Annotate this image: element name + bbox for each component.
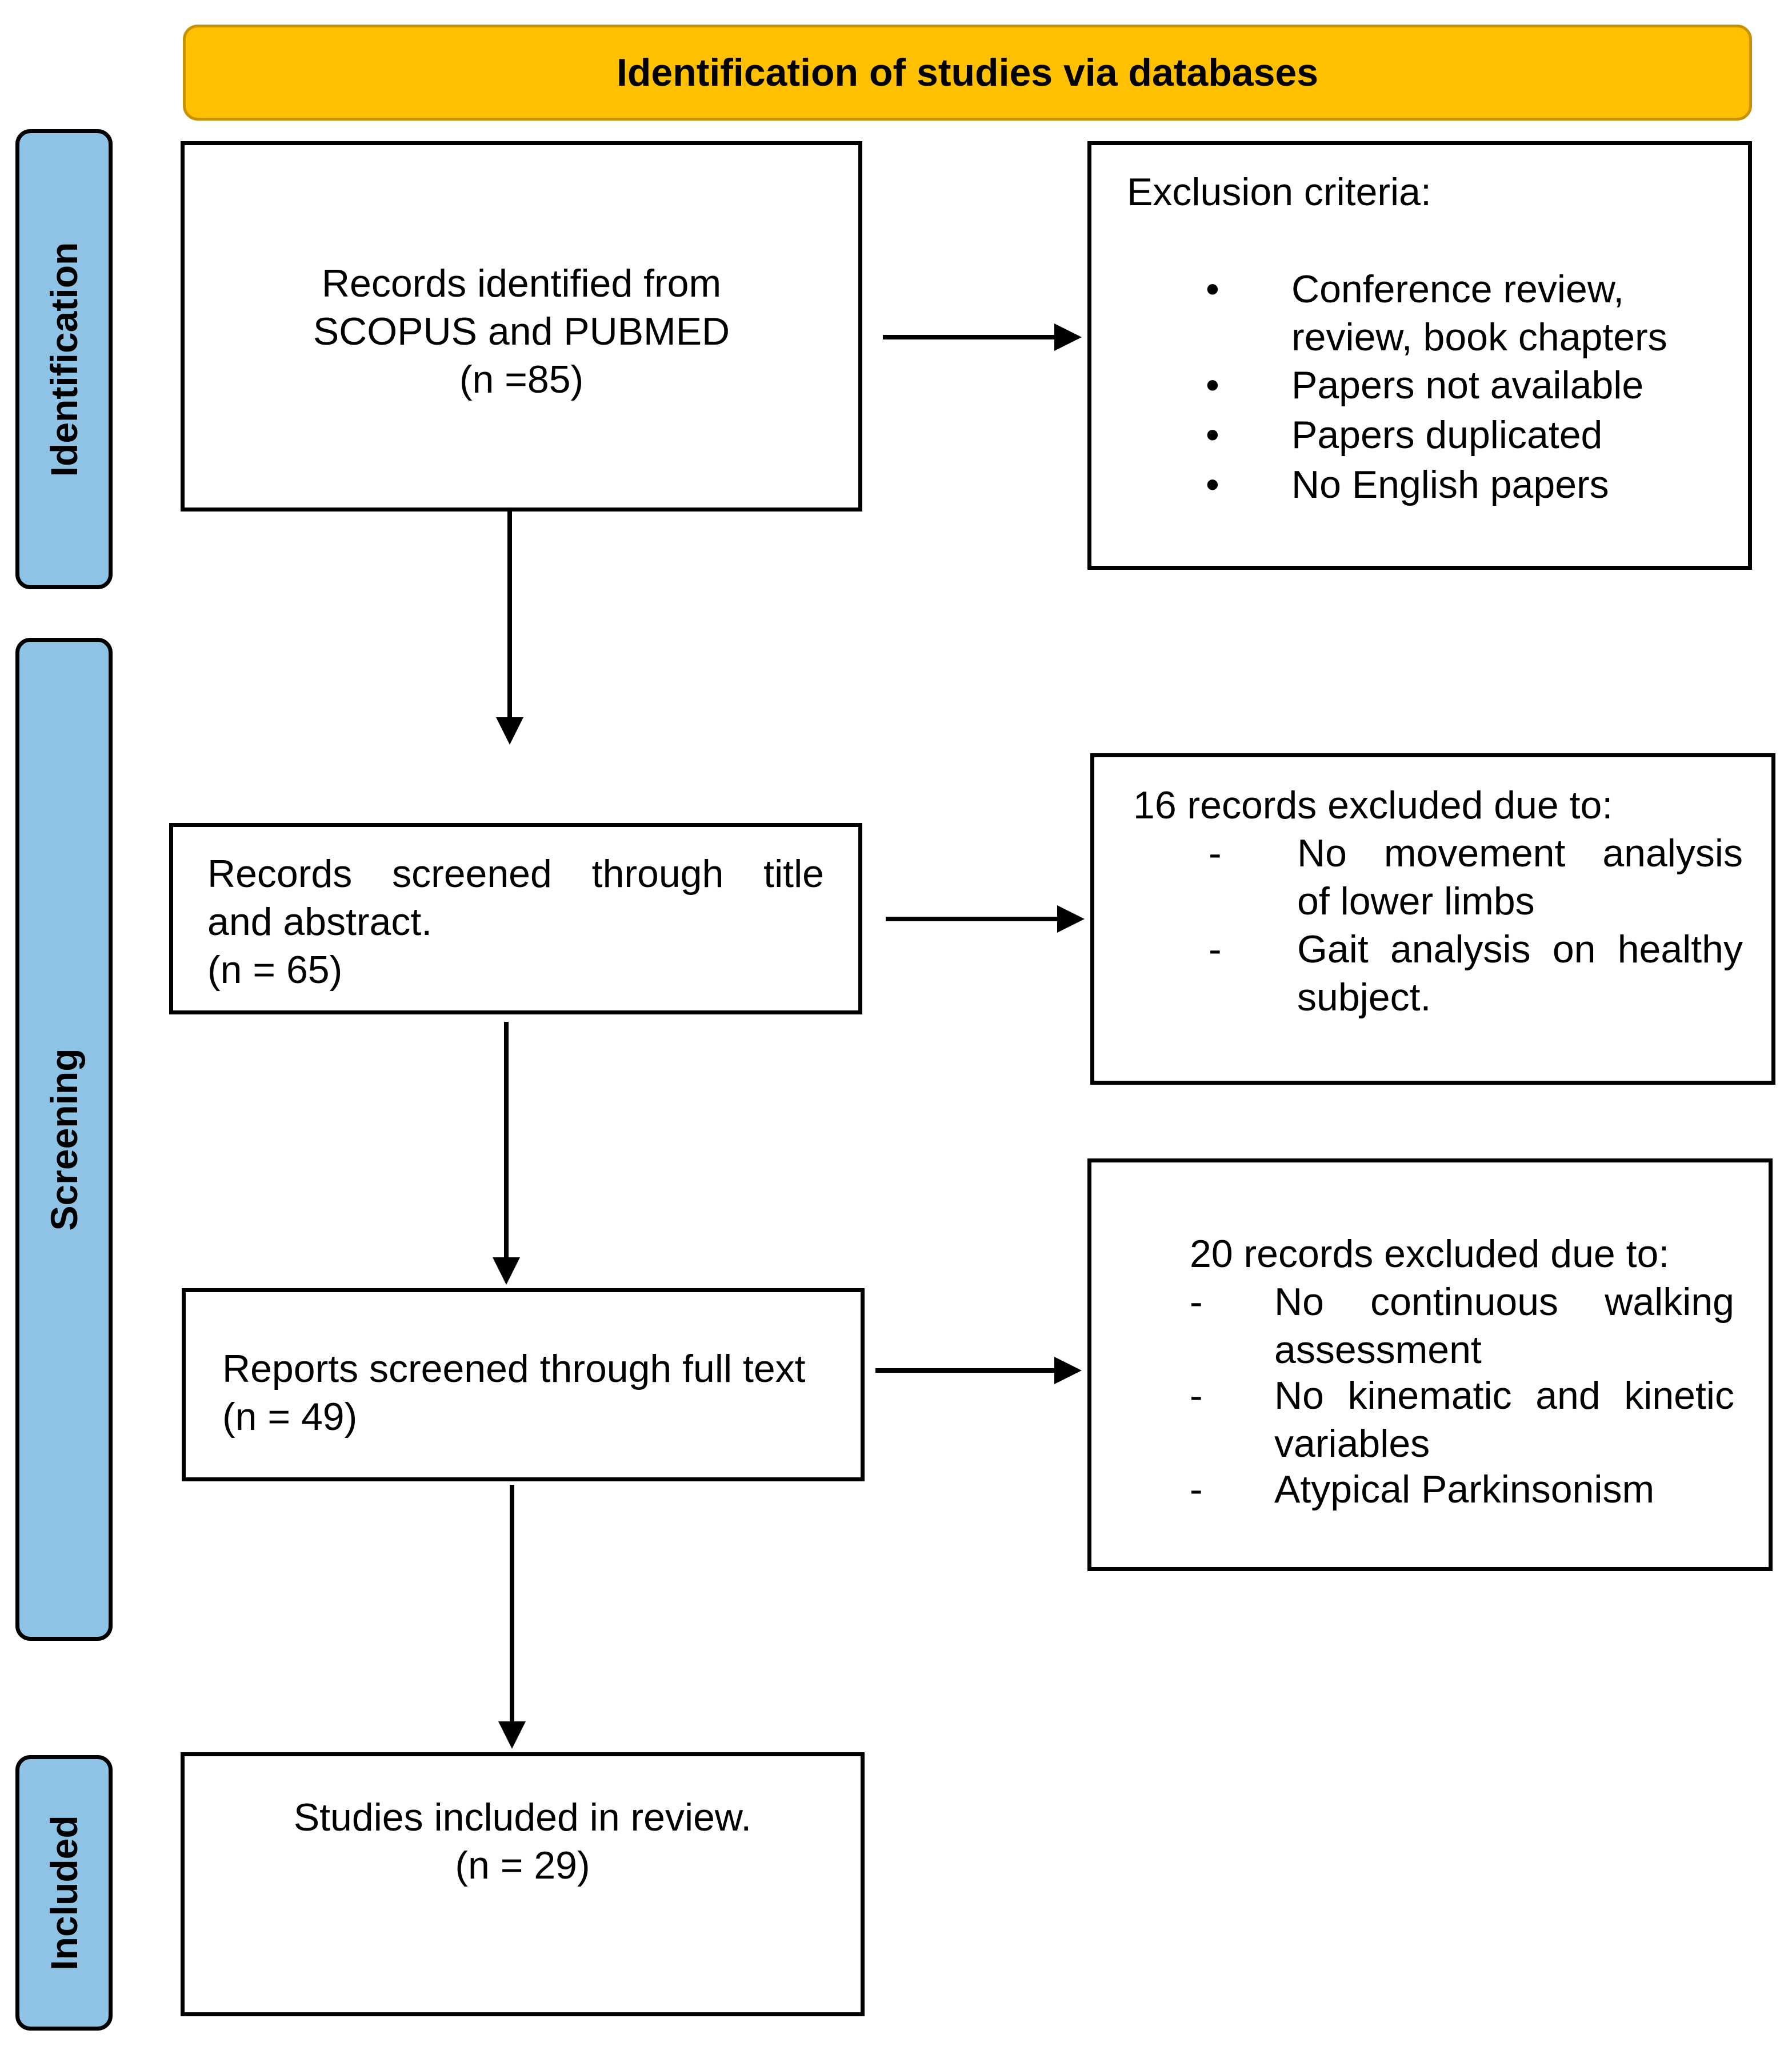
fulltext-box: Reports screened through full text (n = … bbox=[182, 1288, 865, 1481]
banner-title: Identification of studies via databases bbox=[616, 51, 1319, 94]
excluded-16-item-line2: of lower limbs bbox=[1297, 880, 1535, 923]
exclusion-criteria-box: Exclusion criteria: • Conference review,… bbox=[1087, 141, 1752, 570]
phase-screening: Screening bbox=[15, 638, 113, 1641]
records-identified-line2: SCOPUS and PUBMED bbox=[313, 310, 730, 353]
bullet-icon: • bbox=[1206, 463, 1219, 506]
bullet-icon: • bbox=[1206, 363, 1219, 407]
excluded-16-item-line2: subject. bbox=[1297, 976, 1431, 1019]
exclusion-item: • Conference review, review, book chapte… bbox=[1091, 265, 1748, 361]
dash-marker: - bbox=[1190, 1468, 1203, 1511]
excluded-16-title: 16 records excluded due to: bbox=[1133, 784, 1613, 827]
dash-marker: - bbox=[1190, 1280, 1203, 1324]
studies-included-line1: Studies included in review. bbox=[293, 1796, 752, 1839]
exclusion-item-line1: Papers not available bbox=[1291, 363, 1644, 407]
excluded-20-item-line1: Atypical Parkinsonism bbox=[1274, 1468, 1655, 1511]
excluded-16-item: - No movement analysis of lower limbs bbox=[1094, 829, 1771, 925]
excluded-20-item: - No kinematic and kinetic variables bbox=[1091, 1372, 1769, 1465]
excluded-20-title: 20 records excluded due to: bbox=[1190, 1232, 1670, 1276]
phase-included: Included bbox=[15, 1755, 113, 2031]
records-identified-count: (n =85) bbox=[459, 358, 584, 401]
fulltext-line1: Reports screened through full text bbox=[222, 1347, 806, 1390]
exclusion-item-line1: Conference review, bbox=[1291, 267, 1625, 311]
excluded-20-list: - No continuous walking assessment - No … bbox=[1091, 1278, 1769, 1513]
exclusion-item: • Papers not available bbox=[1091, 361, 1748, 411]
excluded-16-list: - No movement analysis of lower limbs - … bbox=[1094, 829, 1771, 1021]
dash-marker: - bbox=[1209, 832, 1222, 875]
studies-included-count: (n = 29) bbox=[455, 1844, 590, 1887]
studies-included-box: Studies included in review. (n = 29) bbox=[181, 1752, 865, 2016]
excluded-16-item-line1: No movement analysis bbox=[1297, 832, 1743, 875]
records-screened-count: (n = 65) bbox=[207, 948, 343, 992]
fulltext-count: (n = 49) bbox=[222, 1395, 358, 1438]
excluded-16-item: - Gait analysis on healthy subject. bbox=[1094, 925, 1771, 1021]
records-identified-line1: Records identified from bbox=[321, 262, 722, 305]
excluded-16-box: 16 records excluded due to: - No movemen… bbox=[1090, 753, 1775, 1085]
excluded-16-item-line1: Gait analysis on healthy bbox=[1297, 928, 1743, 971]
exclusion-item-line1: No English papers bbox=[1291, 463, 1609, 506]
records-identified-box: Records identified from SCOPUS and PUBME… bbox=[181, 141, 862, 512]
header-banner: Identification of studies via databases bbox=[183, 25, 1752, 121]
bullet-icon: • bbox=[1206, 267, 1219, 311]
records-screened-line1: Records screened through title bbox=[207, 852, 824, 896]
excluded-20-item: - No continuous walking assessment bbox=[1091, 1278, 1769, 1372]
excluded-20-item: - Atypical Parkinsonism bbox=[1091, 1465, 1769, 1513]
records-screened-line2: and abstract. bbox=[207, 900, 433, 944]
exclusion-item: • No English papers bbox=[1091, 461, 1748, 510]
excluded-20-item-line1: No continuous walking bbox=[1274, 1280, 1734, 1324]
bullet-icon: • bbox=[1206, 413, 1219, 457]
exclusion-criteria-list: • Conference review, review, book chapte… bbox=[1091, 265, 1748, 510]
dash-marker: - bbox=[1190, 1374, 1203, 1417]
excluded-20-item-line2: variables bbox=[1274, 1422, 1430, 1465]
records-screened-box: Records screened through title and abstr… bbox=[169, 823, 862, 1014]
dash-marker: - bbox=[1209, 928, 1222, 971]
exclusion-item-line2: review, book chapters bbox=[1291, 315, 1667, 359]
excluded-20-item-line2: assessment bbox=[1274, 1328, 1482, 1372]
excluded-20-item-line1: No kinematic and kinetic bbox=[1274, 1374, 1734, 1417]
phase-identification: Identification bbox=[15, 129, 113, 589]
excluded-20-box: 20 records excluded due to: - No continu… bbox=[1087, 1158, 1773, 1571]
exclusion-item-line1: Papers duplicated bbox=[1291, 413, 1603, 457]
exclusion-item: • Papers duplicated bbox=[1091, 411, 1748, 461]
exclusion-criteria-title: Exclusion criteria: bbox=[1127, 170, 1431, 214]
